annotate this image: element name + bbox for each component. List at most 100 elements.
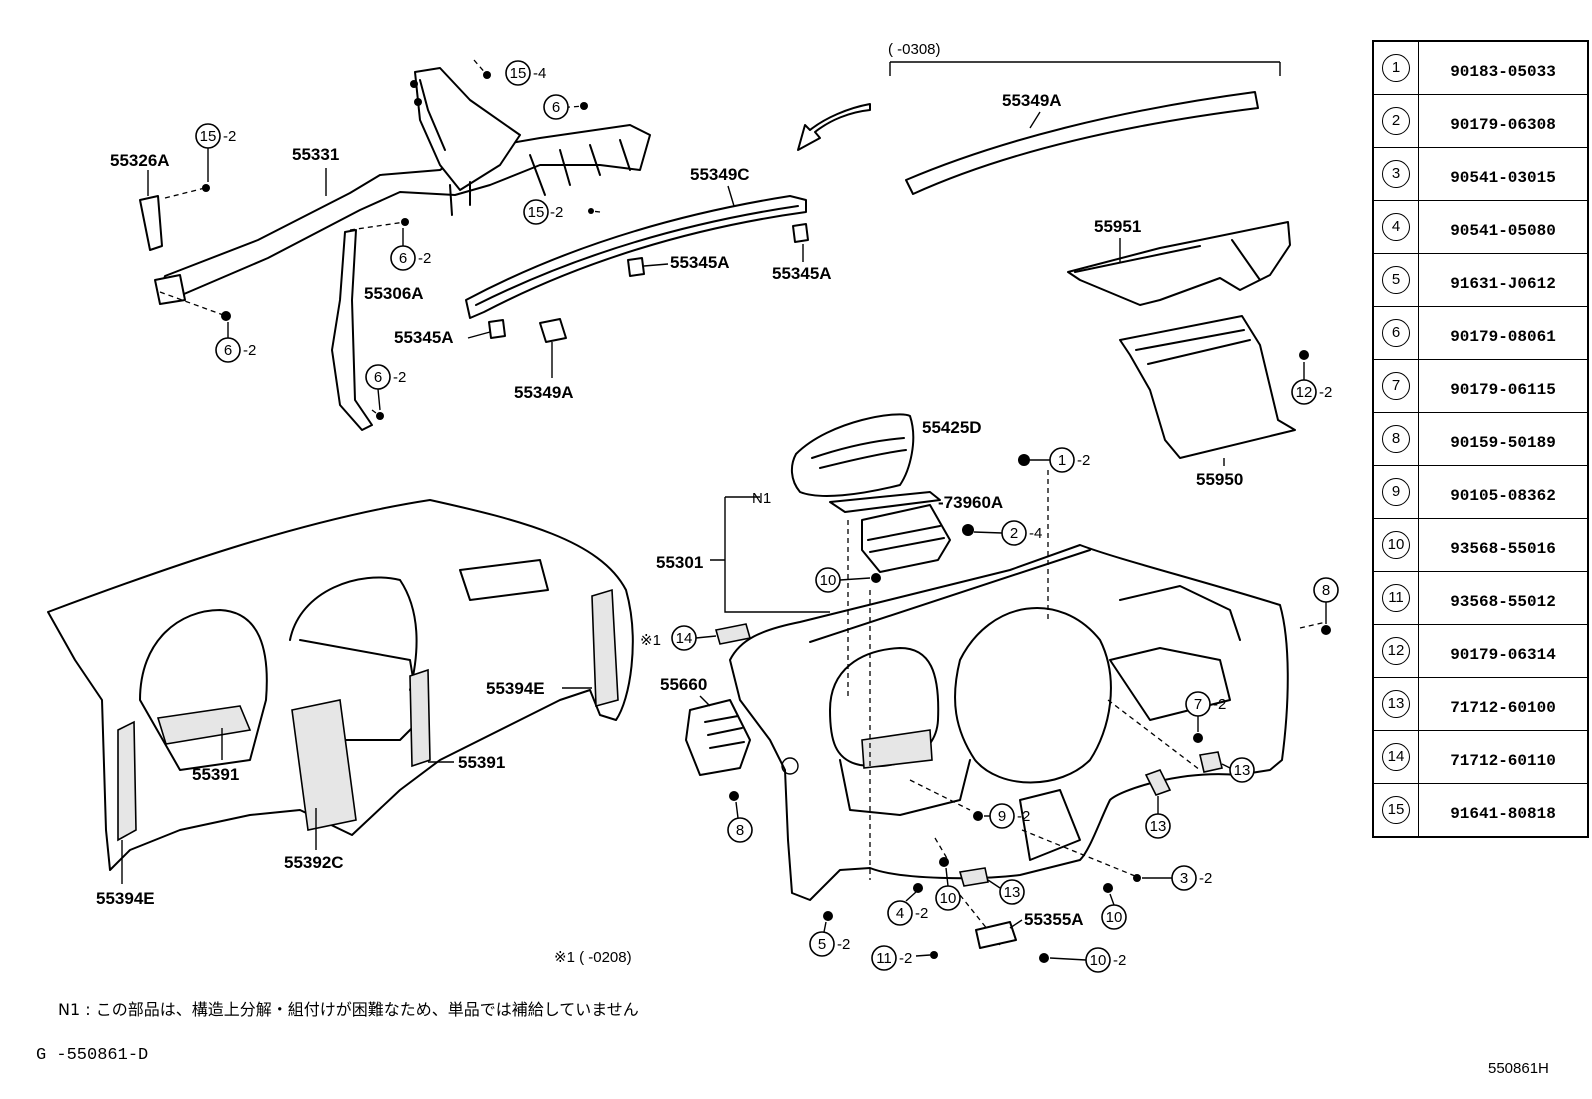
label-55951: 55951 xyxy=(1094,217,1141,236)
svg-text:10: 10 xyxy=(820,572,837,589)
svg-text:-2: -2 xyxy=(243,342,256,359)
part-number: 71712-60110 xyxy=(1418,730,1589,784)
mark-star-1: ※1 xyxy=(640,632,661,649)
svg-text:11: 11 xyxy=(876,950,892,967)
part-number: 90541-05080 xyxy=(1418,200,1589,254)
ref-number-cell: 9 xyxy=(1372,465,1419,519)
reinforcement-55331 xyxy=(139,67,651,420)
part-number: 90183-05033 xyxy=(1418,40,1589,95)
callout-15-4: 15 -4 xyxy=(505,60,546,86)
part-number: 93568-55012 xyxy=(1418,571,1589,625)
svg-text:6: 6 xyxy=(399,250,407,267)
ref-number-cell: 5 xyxy=(1372,253,1419,307)
svg-text:-2: -2 xyxy=(393,369,406,386)
label-73960A: -73960A xyxy=(938,493,1003,512)
svg-text:13: 13 xyxy=(1234,762,1251,779)
svg-text:7: 7 xyxy=(1194,696,1202,713)
callout-10-a: 10 xyxy=(815,567,841,593)
part-number: 90105-08362 xyxy=(1418,465,1589,519)
ref-number-cell: 6 xyxy=(1372,306,1419,360)
ref-number-cell: 1 xyxy=(1372,40,1419,95)
svg-text:2: 2 xyxy=(1010,525,1018,542)
label-55425D: 55425D xyxy=(922,418,982,437)
callout-8-b: 8 xyxy=(727,817,753,843)
svg-text:-2: -2 xyxy=(1319,384,1332,401)
box-55950 xyxy=(1119,315,1296,459)
callout-9-2: 9 -2 xyxy=(989,803,1030,829)
ref-number: 11 xyxy=(1382,584,1410,612)
ref-number-cell: 12 xyxy=(1372,624,1419,678)
svg-text:8: 8 xyxy=(736,822,744,839)
callout-12-2: 12 -2 xyxy=(1291,379,1332,405)
ref-number-cell: 14 xyxy=(1372,730,1419,784)
svg-text:10: 10 xyxy=(940,890,957,907)
svg-text:12: 12 xyxy=(1296,384,1313,401)
ref-number-cell: 13 xyxy=(1372,677,1419,731)
label-55394E-top: 55394E xyxy=(486,679,545,698)
label-55950: 55950 xyxy=(1196,470,1243,489)
label-55355A: 55355A xyxy=(1024,910,1084,929)
parts-table-row: 14 71712-60110 xyxy=(1372,730,1589,784)
callout-4-2: 4 -2 xyxy=(887,900,928,926)
strip-55349A-top xyxy=(905,91,1259,195)
part-number: 91631-J0612 xyxy=(1418,253,1589,307)
callout-10-c: 10 xyxy=(1101,904,1127,930)
part-number: 90159-50189 xyxy=(1418,412,1589,466)
callout-3-2: 3 -2 xyxy=(1171,865,1212,891)
part-number: 90179-08061 xyxy=(1418,306,1589,360)
parts-table-row: 7 90179-06115 xyxy=(1372,359,1589,413)
label-55349A-bottom: 55349A xyxy=(514,383,574,402)
bracket-13-b xyxy=(1144,769,1172,796)
svg-text:10: 10 xyxy=(1090,952,1107,969)
svg-text:3: 3 xyxy=(1180,870,1188,887)
ref-number-cell: 3 xyxy=(1372,147,1419,201)
ref-number: 14 xyxy=(1382,743,1410,771)
svg-text:15: 15 xyxy=(528,204,545,221)
ref-number-cell: 15 xyxy=(1372,783,1419,838)
instrument-panel-55301 xyxy=(729,544,1289,901)
callout-15-2-a: 15 -2 xyxy=(195,123,236,149)
diagram-id: G -550861-D xyxy=(36,1046,149,1065)
bracket-13-a xyxy=(1199,751,1223,773)
callout-2-4: 2 -4 xyxy=(1001,520,1042,546)
ref-number-cell: 11 xyxy=(1372,571,1419,625)
svg-text:-2: -2 xyxy=(837,936,850,953)
ref-number-cell: 4 xyxy=(1372,200,1419,254)
svg-text:-2: -2 xyxy=(1213,696,1226,713)
svg-text:5: 5 xyxy=(818,936,826,953)
label-55345A-2: 55345A xyxy=(772,264,832,283)
label-55349C: 55349C xyxy=(690,165,750,184)
callout-11-2: 11 -2 xyxy=(871,945,912,971)
parts-table-row: 11 93568-55012 xyxy=(1372,571,1589,625)
ref-number: 7 xyxy=(1382,372,1410,400)
instrument-panel-rear xyxy=(47,499,634,871)
part-number: 91641-80818 xyxy=(1418,783,1589,838)
part-number: 71712-60100 xyxy=(1418,677,1589,731)
ref-number: 5 xyxy=(1382,266,1410,294)
svg-text:14: 14 xyxy=(676,630,693,647)
part-number: 90541-03015 xyxy=(1418,147,1589,201)
svg-text:10: 10 xyxy=(1106,909,1123,926)
parts-table-row: 4 90541-05080 xyxy=(1372,200,1589,254)
bracket-13-c xyxy=(958,867,989,887)
ref-number: 4 xyxy=(1382,213,1410,241)
svg-text:-4: -4 xyxy=(1029,525,1042,542)
svg-text:9: 9 xyxy=(998,808,1006,825)
brace-55306A xyxy=(331,229,373,431)
label-55391-left: 55391 xyxy=(192,765,239,784)
part-number: 90179-06115 xyxy=(1418,359,1589,413)
svg-text:-4: -4 xyxy=(533,65,546,82)
part-number: 90179-06314 xyxy=(1418,624,1589,678)
airbag-73960A xyxy=(829,491,941,513)
callout-8-a: 8 xyxy=(1313,577,1339,603)
register-55660 xyxy=(685,699,751,776)
label-55306A: 55306A xyxy=(364,284,424,303)
strip-55349C xyxy=(465,195,807,319)
svg-text:-2: -2 xyxy=(899,950,912,967)
svg-text:-2: -2 xyxy=(1199,870,1212,887)
